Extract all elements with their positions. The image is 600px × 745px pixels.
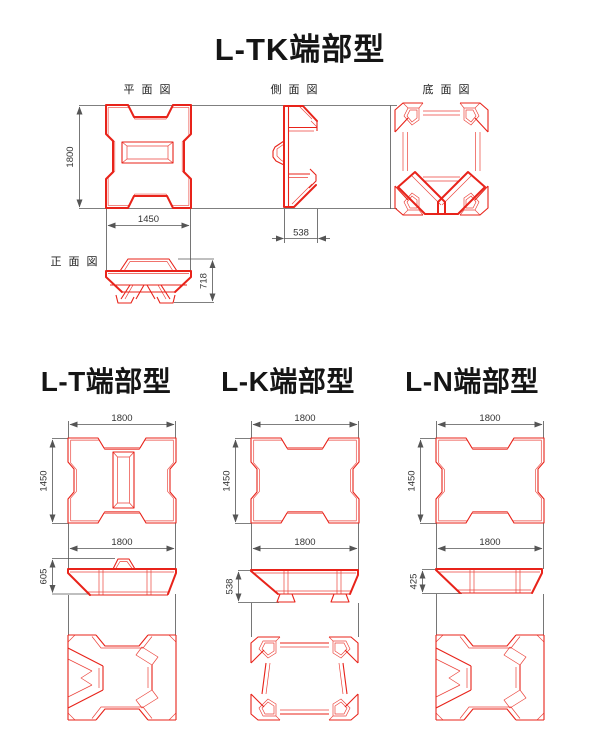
dim-lk-top-width: 1800 bbox=[294, 413, 315, 424]
ltk-dimensions: 1800 1450 538 718 bbox=[65, 106, 330, 302]
lt-bottom-drawing bbox=[67, 634, 177, 721]
dim-lt-plan-height: 1450 bbox=[39, 470, 50, 491]
lt-front-drawing bbox=[67, 558, 177, 596]
main-title: L-TK端部型 bbox=[214, 32, 386, 67]
column-extension-lines bbox=[52, 421, 544, 637]
lt-plan-drawing bbox=[67, 437, 177, 524]
lk-plan-drawing bbox=[250, 437, 360, 524]
dim-lk-plan-height: 1450 bbox=[222, 470, 233, 491]
dim-ln-plan-height: 1450 bbox=[407, 470, 418, 491]
label-side-view: 側 面 図 bbox=[270, 83, 319, 96]
lk-bottom-drawing bbox=[250, 636, 359, 721]
ltk-front-drawing bbox=[105, 258, 192, 304]
dim-side-width: 538 bbox=[293, 228, 309, 239]
dim-ln-top-width: 1800 bbox=[479, 413, 500, 424]
dim-plan-height: 1800 bbox=[65, 146, 76, 167]
dim-front-height: 718 bbox=[199, 273, 210, 289]
label-bottom-view: 底 面 図 bbox=[422, 82, 471, 96]
dim-lk-front-height: 538 bbox=[225, 579, 236, 595]
dim-lt-front-height: 605 bbox=[39, 569, 50, 585]
section-title-ln: L-N端部型 bbox=[405, 366, 539, 397]
ltk-plan-drawing bbox=[105, 104, 192, 209]
ln-front-drawing bbox=[435, 568, 543, 594]
dim-lt-bottom-width: 1800 bbox=[111, 537, 132, 548]
dim-plan-width: 1450 bbox=[138, 214, 159, 225]
lk-front-drawing bbox=[250, 569, 359, 603]
dim-lt-top-width: 1800 bbox=[111, 413, 132, 424]
dim-ln-bottom-width: 1800 bbox=[479, 537, 500, 548]
column-dimensions: 1800 1800 1800 1450 1450 1450 1800 1800 … bbox=[39, 413, 543, 602]
dim-ln-front-height: 425 bbox=[409, 574, 420, 590]
ln-plan-drawing bbox=[435, 437, 545, 524]
dim-lk-bottom-width: 1800 bbox=[294, 537, 315, 548]
ltk-bottom-drawing bbox=[394, 102, 489, 216]
label-plan-view: 平 面 図 bbox=[123, 83, 172, 96]
ln-bottom-drawing bbox=[435, 634, 545, 721]
section-title-lk: L-K端部型 bbox=[221, 366, 355, 397]
projection-lines bbox=[79, 105, 397, 303]
label-front-view: 正 面 図 bbox=[50, 255, 99, 268]
section-title-lt: L-T端部型 bbox=[40, 366, 172, 397]
ltk-side-drawing bbox=[272, 105, 318, 208]
